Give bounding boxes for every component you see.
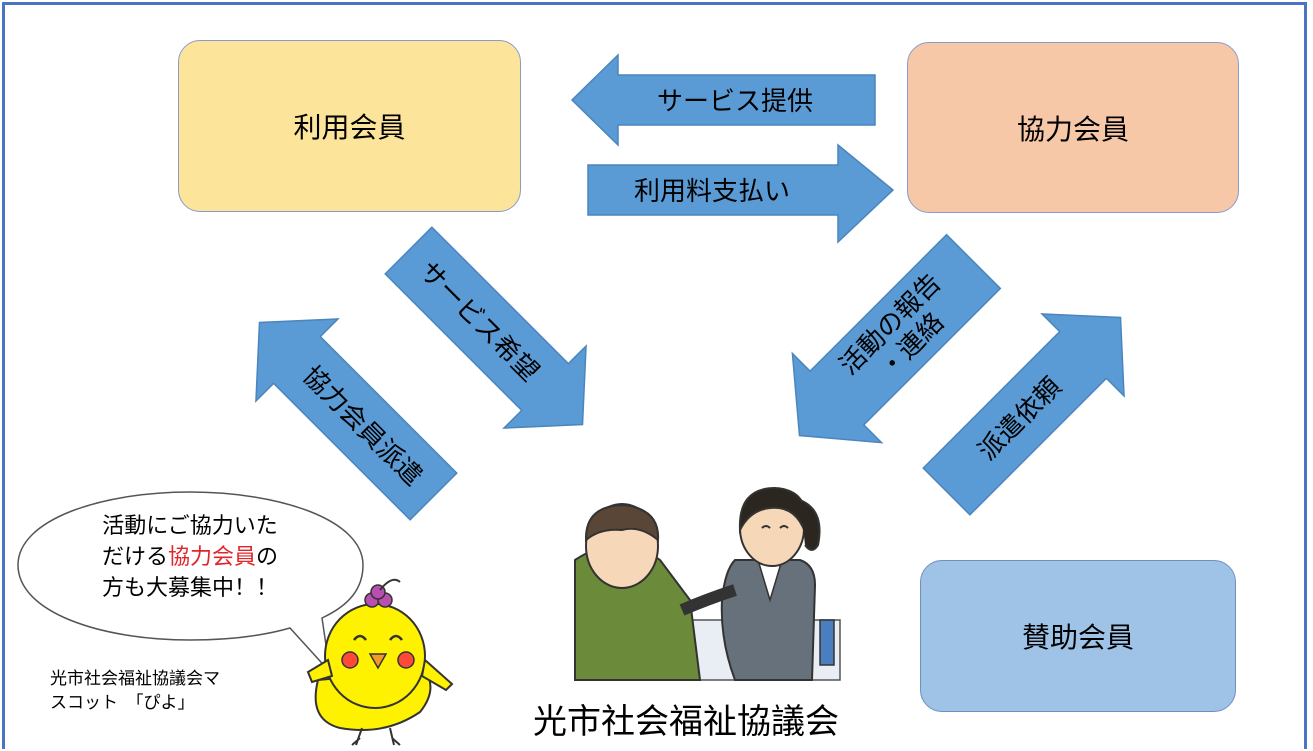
consultation-illustration <box>574 486 841 681</box>
cooperating-member-box: 協力会員 <box>907 42 1239 213</box>
mascot-caption-line2: スコット 「ぴよ」 <box>50 693 195 713</box>
supporting-member-box: 賛助会員 <box>920 560 1236 712</box>
user-member-box: 利用会員 <box>178 40 521 212</box>
speech-bubble-line1: 活動にご協力いた <box>102 514 278 539</box>
speech-bubble-line3: 方も大募集中！！ <box>101 576 278 601</box>
user-member-label: 利用会員 <box>293 111 406 144</box>
supporting-member-label: 賛助会員 <box>1021 621 1134 654</box>
speech-bubble-line2-suffix: の <box>256 545 279 570</box>
fee-payment-arrow: 利用料支払い <box>587 143 895 244</box>
speech-bubble-text: 活動にご協力いた だける協力会員の 方も大募集中！！ <box>70 511 310 604</box>
speech-bubble-highlight: 協力会員 <box>167 545 256 570</box>
speech-bubble-line2: だける協力会員の <box>70 542 310 573</box>
mascot-caption: 光市社会福祉協議会マ スコット 「ぴよ」 <box>50 667 300 715</box>
speech-bubble-line2-prefix: だける <box>101 545 168 570</box>
mascot-caption-line1: 光市社会福祉協議会マ <box>50 669 220 689</box>
fee-payment-label: 利用料支払い <box>634 177 790 207</box>
cooperating-member-label: 協力会員 <box>1016 112 1129 146</box>
service-provision-arrow: サービス提供 <box>570 53 876 147</box>
speech-bubble <box>17 491 364 675</box>
organization-label: 光市社会福祉協議会 <box>533 702 839 742</box>
service-provision-label: サービス提供 <box>657 87 813 117</box>
mascot-piyo-icon <box>306 578 454 746</box>
